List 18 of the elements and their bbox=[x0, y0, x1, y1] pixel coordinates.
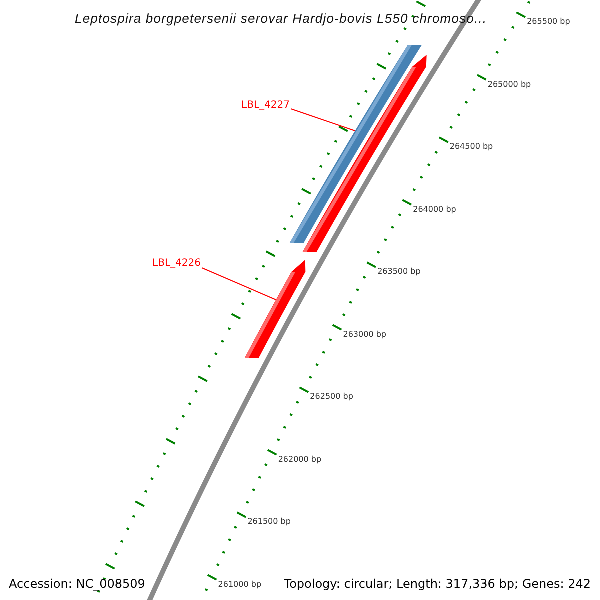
tick-label: 262000 bp bbox=[278, 454, 322, 464]
tick-label: 262500 bp bbox=[310, 392, 354, 402]
gene-label: LBL_4226 bbox=[152, 258, 201, 270]
leader-line bbox=[290, 108, 356, 132]
gene-arrow bbox=[244, 260, 306, 358]
tick-label: 263000 bp bbox=[343, 330, 386, 340]
accession-text: Accession: NC_008509 bbox=[9, 576, 146, 593]
tick-label: 264000 bp bbox=[413, 204, 456, 214]
title: Leptospira borgpetersenii serovar Hardjo-bovis L550 chromoso... bbox=[75, 10, 488, 28]
genome-summary-text: Topology: circular; Length: 317,336 bp; Genes: 242 bbox=[284, 576, 591, 593]
tick-label: 265500 bp bbox=[527, 17, 570, 27]
tick-label: 261000 bp bbox=[218, 580, 262, 590]
tick-label: 261500 bp bbox=[248, 517, 291, 527]
tick-label: 265000 bp bbox=[488, 80, 532, 90]
tick-label: 263500 bp bbox=[378, 267, 421, 277]
tick-label: 264500 bp bbox=[450, 142, 494, 152]
gene-label: LBL_4227 bbox=[242, 100, 290, 112]
leader-line bbox=[202, 268, 277, 300]
